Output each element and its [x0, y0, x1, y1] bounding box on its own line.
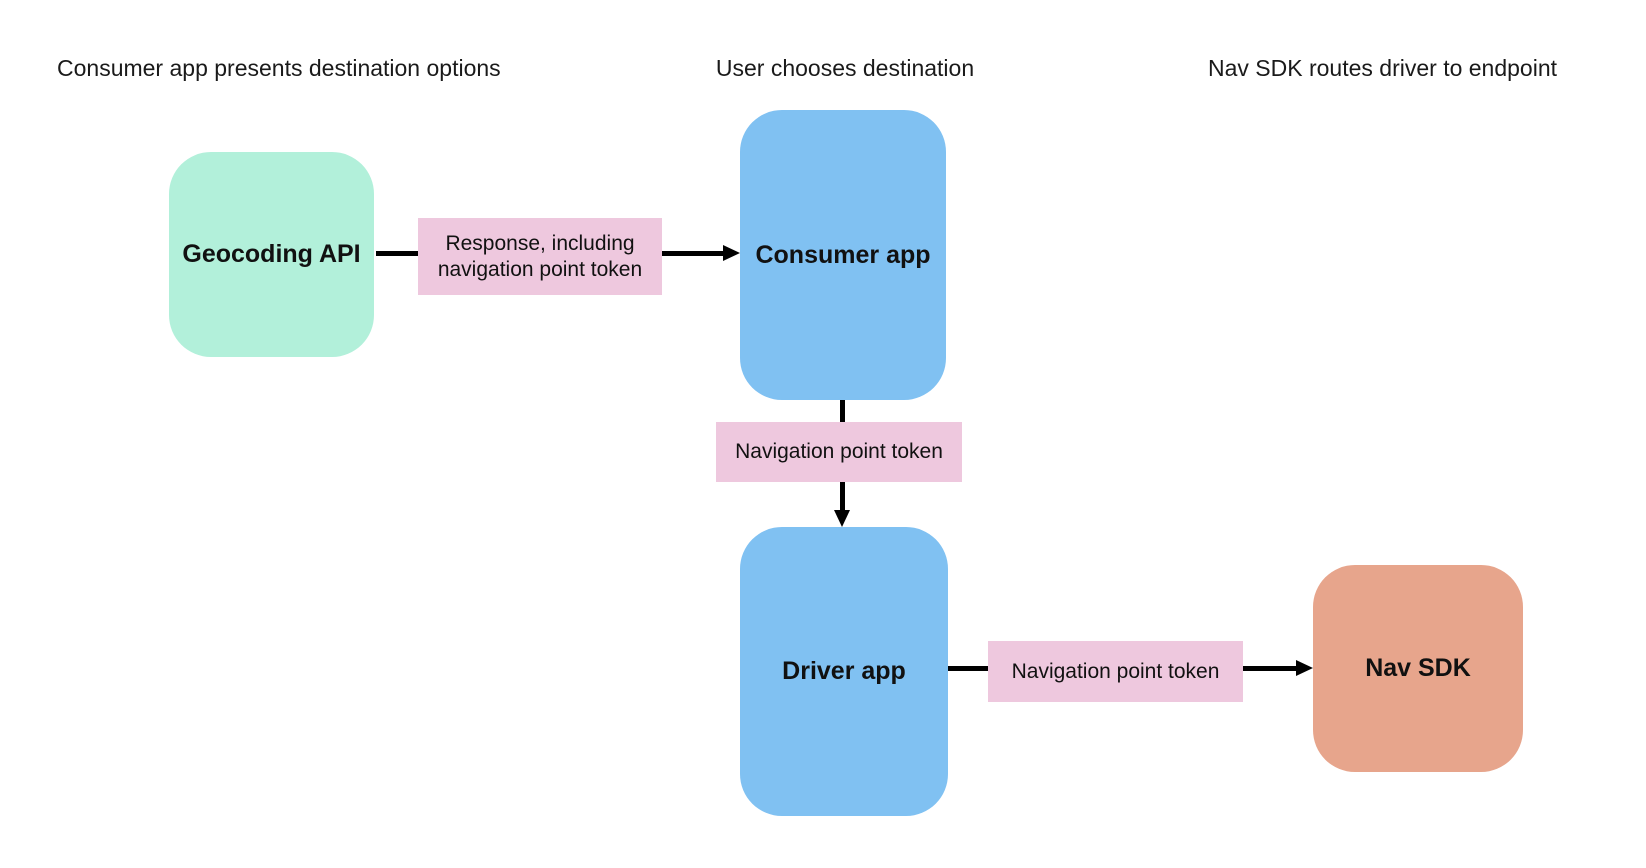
node-consumer-app: Consumer app — [740, 110, 946, 400]
node-driver-app: Driver app — [740, 527, 948, 816]
arrowhead-consumer-to-driver — [834, 510, 850, 527]
node-geocoding-api: Geocoding API — [169, 152, 374, 357]
edge-label-response-token: Response, including navigation point tok… — [418, 218, 662, 295]
column-header-nav-sdk-routes: Nav SDK routes driver to endpoint — [1208, 55, 1558, 81]
edge-label-navigation-point-token-2: Navigation point token — [988, 641, 1243, 702]
node-nav-sdk: Nav SDK — [1313, 565, 1523, 772]
column-header-user-chooses: User chooses destination — [715, 55, 975, 81]
edge-label-navigation-point-token-1: Navigation point token — [716, 422, 962, 482]
arrowhead-driver-to-navsdk — [1296, 660, 1313, 676]
column-header-consumer-presents: Consumer app presents destination option… — [57, 55, 501, 81]
arrowhead-geocoding-to-consumer — [723, 245, 740, 261]
